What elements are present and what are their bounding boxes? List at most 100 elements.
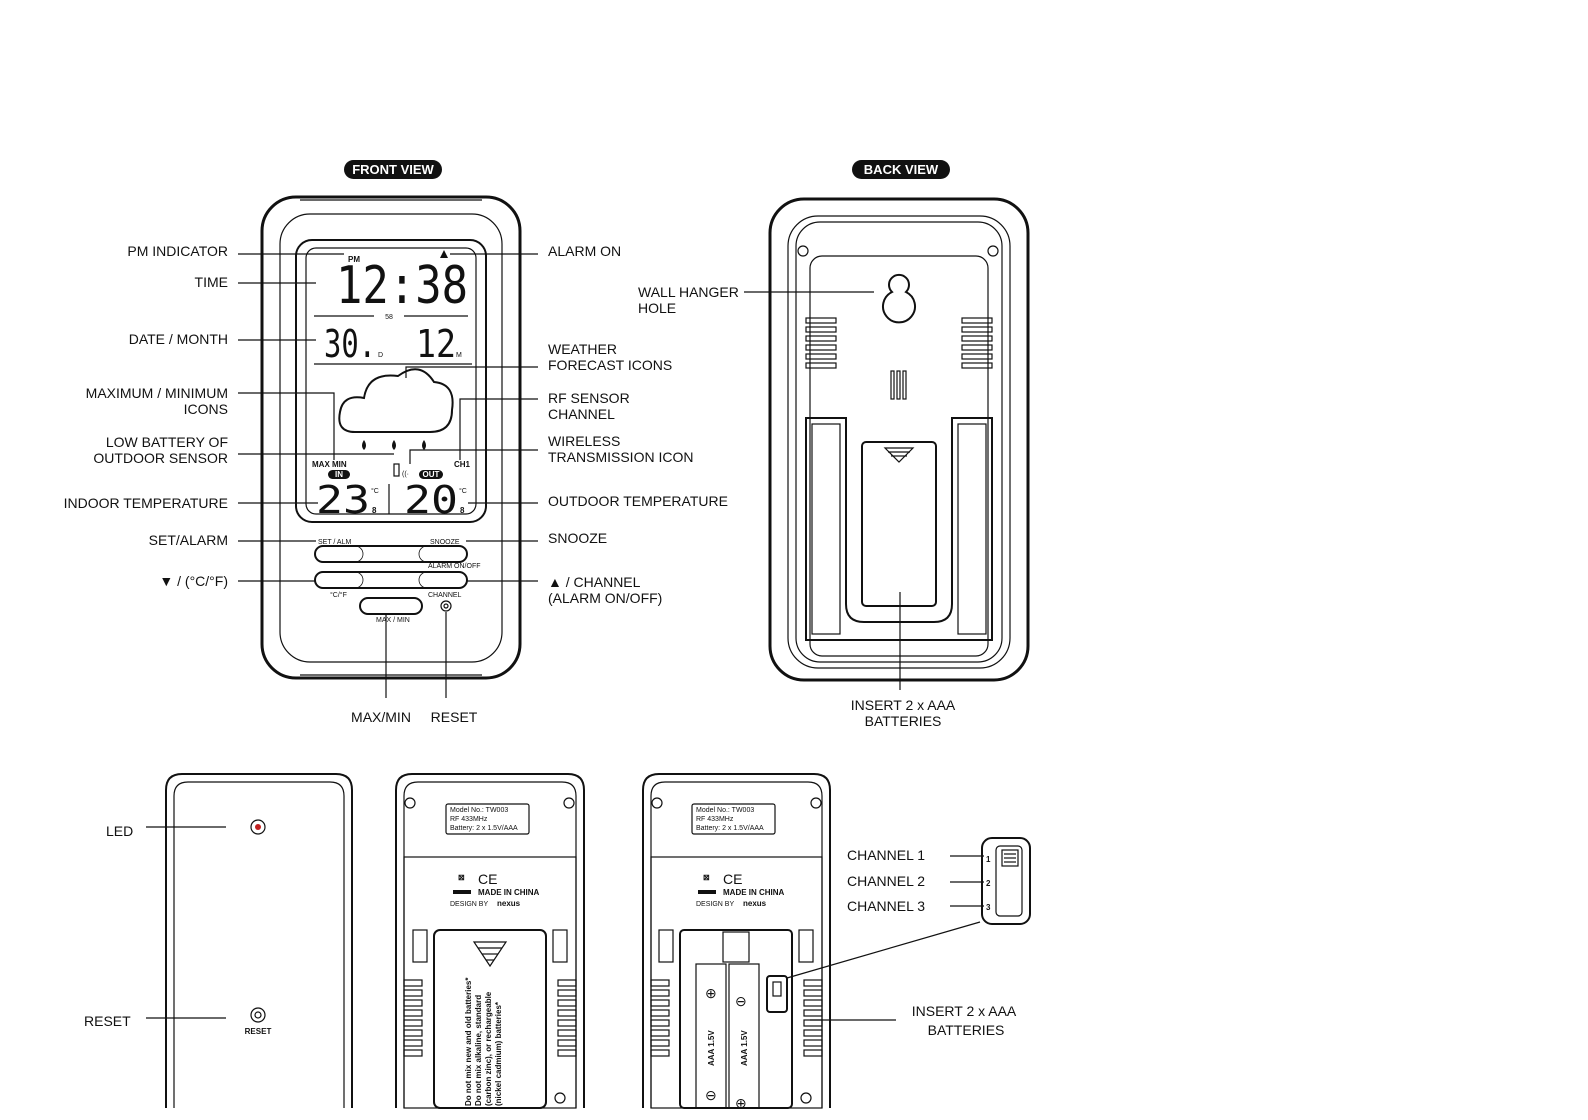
screw-icon [987, 245, 999, 257]
label-snooze: SNOOZE [548, 530, 607, 546]
sensor-open-housing [642, 773, 831, 1108]
lcd-outdoor-temp: 20 [404, 478, 458, 522]
label-wall-hanger-1: WALL HANGER [638, 284, 739, 300]
lcd-bell-icon [440, 250, 448, 258]
label-channel-3: CHANNEL 3 [847, 898, 925, 914]
battery-compartment [679, 929, 793, 1109]
label-maxmin-2: ICONS [184, 401, 228, 417]
sensor-battery-cover[interactable] [433, 929, 547, 1109]
label-down-unit: ▼ / (°C/°F) [159, 573, 228, 589]
switch-position-3: 3 [986, 903, 991, 912]
max-min-button[interactable] [359, 597, 423, 615]
battery-plus-icon: ⊕ [705, 985, 717, 1001]
aaa-battery-2 [728, 963, 760, 1109]
lcd-date-suffix: D [378, 352, 383, 359]
label-pm-indicator: PM INDICATOR [127, 243, 228, 259]
snooze-button[interactable] [418, 545, 468, 563]
ce-mark: CE [478, 871, 497, 887]
wall-hanger-hole-icon [882, 273, 916, 324]
warning-line-1: Do not mix new and old batteries* [464, 977, 473, 1106]
lcd-channel-icon: CH1 [454, 460, 471, 469]
battery-2-label: AAA 1.5V [740, 1030, 749, 1066]
back-view: BACK VIEW [638, 160, 1030, 729]
model-plate-battery: Battery: 2 x 1.5V/AAA [696, 825, 764, 832]
sensor-front-housing [165, 773, 353, 1108]
label-date-month: DATE / MONTH [129, 331, 228, 347]
brand-logo: nexus [743, 899, 767, 908]
battery-1-label: AAA 1.5V [707, 1030, 716, 1066]
label-rf-sensor-1: RF SENSOR [548, 390, 630, 406]
label-lowbat-1: LOW BATTERY OF [106, 434, 228, 450]
screw-icon [404, 797, 416, 809]
warning-line-3: (carbon zinc), or rechargeable [484, 991, 493, 1106]
label-set-alarm: SET/ALARM [149, 532, 228, 548]
label-sensor-insert-1: INSERT 2 x AAA [912, 1003, 1017, 1019]
made-in-label: MADE IN CHINA [478, 888, 540, 897]
alarm-on-off-label: ALARM ON/OFF [428, 563, 481, 570]
model-plate-rf: RF 433MHz [696, 816, 734, 823]
lcd-out-label: OUT [423, 470, 440, 479]
lcd-wireless-icon: ((· [402, 471, 409, 478]
model-plate [445, 803, 530, 835]
lcd-outdoor-decimal: 8 [460, 506, 465, 515]
label-up-channel-2: (ALARM ON/OFF) [548, 590, 662, 606]
speaker-grille [890, 370, 907, 400]
model-plate-rf: RF 433MHz [450, 816, 488, 823]
lcd-seconds: 58 [385, 314, 393, 321]
label-sensor-insert-2: BATTERIES [928, 1022, 1005, 1038]
vent-right [557, 979, 577, 1057]
label-weather-2: FORECAST ICONS [548, 357, 672, 373]
reset-button[interactable] [440, 600, 452, 612]
vent-left [403, 979, 423, 1057]
lcd-frame [295, 239, 487, 523]
lcd-in-label: IN [335, 470, 343, 479]
sensor-reset-small-label: RESET [245, 1027, 272, 1036]
model-plate-battery: Battery: 2 x 1.5V/AAA [450, 825, 518, 832]
snooze-button-label: SNOOZE [430, 539, 460, 546]
lcd-indoor-decimal: 8 [372, 506, 377, 515]
lcd-in-badge [328, 470, 350, 479]
channel-switch-detail [981, 837, 1031, 925]
channel-switch[interactable] [766, 975, 788, 1013]
lcd-screen [305, 247, 477, 515]
label-insert-batteries-1: INSERT 2 x AAA [851, 697, 956, 713]
label-up-channel-1: ▲ / CHANNEL [548, 574, 641, 590]
brand-logo: nexus [497, 899, 521, 908]
weee-bin-icon: ⊠ [458, 873, 465, 882]
model-plate [691, 803, 776, 835]
screw-icon [810, 797, 822, 809]
label-wireless-2: TRANSMISSION ICON [548, 449, 693, 465]
lcd-indoor-unit: °C [371, 487, 379, 495]
label-sensor-reset: RESET [84, 1013, 131, 1029]
screw-icon [797, 245, 809, 257]
design-by-label: DESIGN BY [450, 901, 488, 908]
up-channel-button[interactable] [418, 571, 468, 589]
vent-left [650, 979, 670, 1057]
back-view-title: BACK VIEW [864, 162, 939, 177]
sensor-front-view: RESET LED RESET [84, 773, 353, 1108]
set-alarm-button-label: SET / ALM [318, 539, 351, 546]
label-lowbat-2: OUTDOOR SENSOR [93, 450, 228, 466]
label-outdoor-temperature: OUTDOOR TEMPERATURE [548, 493, 728, 509]
label-weather-1: WEATHER [548, 341, 617, 357]
aaa-battery-1 [695, 963, 727, 1109]
vent-left [805, 317, 837, 369]
ce-mark: CE [723, 871, 742, 887]
label-indoor-temperature: INDOOR TEMPERATURE [64, 495, 228, 511]
screw-icon [651, 797, 663, 809]
back-housing-outer [768, 197, 1030, 682]
sensor-back-closed: Model No.: TW003 RF 433MHz Battery: 2 x … [395, 773, 585, 1109]
switch-position-2: 2 [986, 879, 991, 888]
screw-icon [563, 797, 575, 809]
down-unit-button[interactable] [314, 571, 364, 589]
label-time: TIME [195, 274, 228, 290]
label-wall-hanger-2: HOLE [638, 300, 676, 316]
set-alarm-button[interactable] [314, 545, 364, 563]
battery-cover[interactable] [861, 441, 937, 607]
lcd-low-battery-icon [393, 463, 400, 477]
lcd-month-suffix: M [456, 352, 462, 359]
rain-drop-icon [392, 440, 396, 450]
sensor-reset-button[interactable] [250, 1007, 266, 1023]
front-housing-outer [260, 195, 522, 680]
back-stand [805, 417, 993, 641]
